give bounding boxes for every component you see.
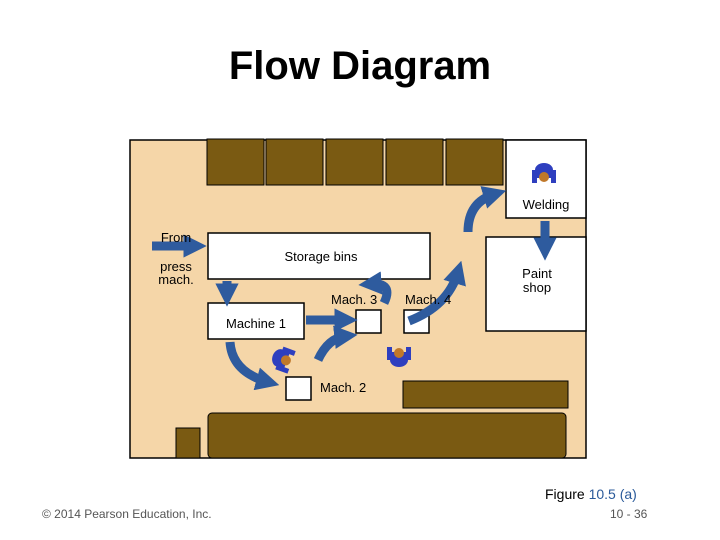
welding-label: Welding bbox=[522, 197, 570, 212]
machine-3 bbox=[355, 309, 382, 334]
top-bin bbox=[265, 138, 324, 186]
from-label: From bbox=[160, 230, 192, 245]
mach-label: mach. bbox=[158, 272, 194, 287]
flow-arrow-to-welding bbox=[463, 186, 507, 233]
storage-bins bbox=[207, 232, 431, 280]
mach3-label: Mach. 3 bbox=[331, 292, 378, 307]
flow-arrow-to-mach2 bbox=[225, 341, 280, 391]
machine-2 bbox=[285, 376, 312, 401]
flow-arrow-mach3-to-mach4 bbox=[358, 271, 392, 305]
figure-caption-number: 10.5 (a) bbox=[588, 486, 637, 502]
figure-caption-prefix: Figure bbox=[545, 486, 589, 502]
top-bin bbox=[206, 138, 265, 186]
machine-1 bbox=[207, 302, 305, 340]
top-bin bbox=[325, 138, 384, 186]
mach2-label: Mach. 2 bbox=[320, 380, 367, 395]
press-label: press bbox=[160, 259, 192, 274]
bottom-bin bbox=[402, 380, 569, 409]
top-bin bbox=[445, 138, 504, 186]
bottom-bin-large bbox=[207, 412, 567, 459]
bottom-bin-small bbox=[175, 427, 201, 459]
storage-bins-label: Storage bins bbox=[284, 249, 358, 264]
flow-arrow-to-mach4 bbox=[407, 260, 466, 326]
top-bin bbox=[385, 138, 444, 186]
page-number: 10 - 36 bbox=[610, 507, 648, 521]
flow-arrow-to-mach3 bbox=[313, 325, 358, 362]
machine1-label: Machine 1 bbox=[226, 316, 286, 331]
mach4-label: Mach. 4 bbox=[405, 292, 452, 307]
shop-label: shop bbox=[522, 280, 552, 295]
paint-label: Paint bbox=[522, 266, 552, 281]
copyright-footer: © 2014 Pearson Education, Inc. bbox=[42, 507, 212, 521]
page-title: Flow Diagram bbox=[228, 44, 492, 88]
figure-caption: Figure 10.5 (a) bbox=[545, 486, 637, 502]
